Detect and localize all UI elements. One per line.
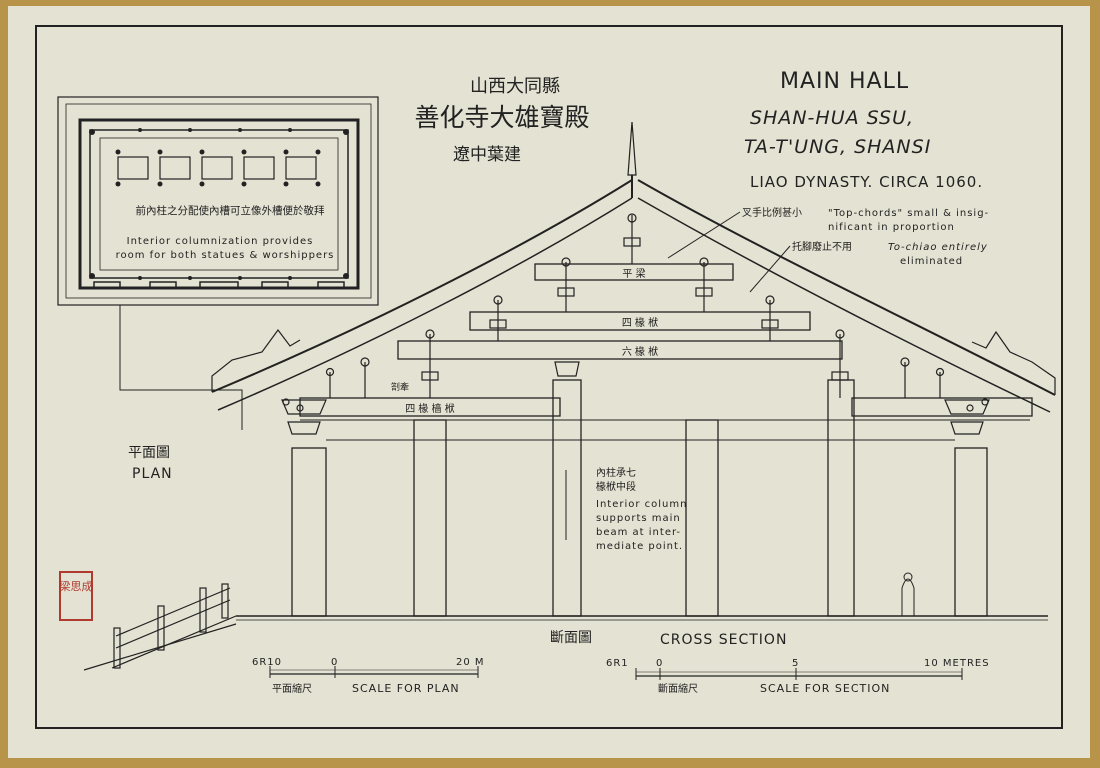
stair-railing xyxy=(83,583,237,671)
beam-top xyxy=(534,263,734,281)
scale-section-end: 10 METRES xyxy=(924,658,990,669)
border-line xyxy=(35,25,1063,729)
title-zh-line1: 山西大同縣 xyxy=(470,76,560,97)
tochiao-en-line2: eliminated xyxy=(900,256,963,267)
column-en-line3: beam at inter- xyxy=(596,527,681,538)
title-zh-line2: 善化寺大雄寶殿 xyxy=(414,103,589,132)
scale-plan-mid: 0 xyxy=(331,657,338,668)
left-eave-ornament xyxy=(211,328,301,392)
plan-statue-pedestals xyxy=(117,156,317,180)
plan-doorways xyxy=(93,281,345,289)
scale-section xyxy=(635,668,963,680)
chords-leader xyxy=(667,211,741,259)
scale-plan-start: 6R10 xyxy=(252,657,282,668)
beam-side-label: 四 椽 樯 栿 xyxy=(405,402,455,415)
beam-six-label: 六 椽 栿 xyxy=(622,345,658,358)
plan-label-en: PLAN xyxy=(132,466,173,482)
roof-right-inner xyxy=(637,197,1051,413)
scale-section-zero: 0 xyxy=(656,658,663,669)
chords-en-line1: "Top-chords" small & insig- xyxy=(828,208,989,219)
beam-side-right xyxy=(851,397,1033,417)
plan-inset: 前內柱之分配使內槽可立像外槽便於敬拜 Interior columnizatio… xyxy=(57,96,379,482)
bracket-sets xyxy=(281,361,990,435)
chords-zh: 叉手比例甚小 xyxy=(742,206,802,219)
title-en-line1: MAIN HALL xyxy=(780,69,909,94)
scale-plan-end: 20 M xyxy=(456,657,485,668)
plan-note-zh: 前內柱之分配使內槽可立像外槽便於敬拜 xyxy=(136,204,325,217)
title-zh-line3: 遼中葉建 xyxy=(453,145,521,165)
cross-section xyxy=(83,121,1056,671)
title-en-line4: LIAO DYNASTY. CIRCA 1060. xyxy=(750,173,983,191)
paper-sheet xyxy=(8,6,1090,758)
beam-side-tag: 劄牽 xyxy=(391,381,409,393)
column-zh-line2: 椽栿中段 xyxy=(596,480,636,493)
plan-hall-wall xyxy=(89,129,349,279)
roof-left-outer xyxy=(211,179,633,393)
plan-outer-frame xyxy=(57,96,379,306)
plan-columns xyxy=(89,128,349,280)
beam-six xyxy=(397,340,843,360)
title-en-line2: SHAN-HUA SSU, xyxy=(750,107,914,129)
artist-seal xyxy=(59,571,93,621)
human-figure-head xyxy=(903,572,913,582)
tochiao-zh: 托腳廢止不用 xyxy=(792,240,852,253)
scale-section-mid: 5 xyxy=(792,658,799,669)
title-en-line3: TA-T'UNG, SHANSI xyxy=(744,136,931,158)
plan-label-zh: 平面圖 xyxy=(128,445,170,461)
plan-leader-line xyxy=(119,305,243,430)
beam-top-label: 平 梁 xyxy=(622,267,645,280)
scale-section-label-en: SCALE FOR SECTION xyxy=(760,682,890,695)
chords-en-line2: nificant in proportion xyxy=(828,222,955,233)
artist-seal-text: 梁思成 xyxy=(60,579,93,593)
column-en-line4: mediate point. xyxy=(596,541,683,552)
scale-section-label-zh: 斷面縮尺 xyxy=(658,682,698,695)
tochiao-leader xyxy=(749,245,791,293)
section-label-en: CROSS SECTION xyxy=(660,632,787,648)
human-figure xyxy=(901,578,915,617)
plan-note-en-line2: room for both statues & worshippers xyxy=(116,250,335,261)
roof-right-outer xyxy=(637,179,1056,396)
tochiao-en-line1: To-chiao entirely xyxy=(888,242,988,253)
scale-section-start: 6R1 xyxy=(606,658,629,669)
purlin-supports xyxy=(325,213,945,398)
scale-plan-label-en: SCALE FOR PLAN xyxy=(352,682,460,695)
section-label-zh: 斷面圖 xyxy=(550,630,592,646)
column-zh-line1: 內柱承七 xyxy=(596,466,636,479)
plan-note-en-line1: Interior columnization provides xyxy=(127,236,314,247)
plan-inner-wall xyxy=(99,137,339,271)
scale-plan xyxy=(269,666,479,678)
roof-left-inner xyxy=(217,197,633,411)
beam-four-label: 四 椽 栿 xyxy=(622,316,658,329)
column-en-line1: Interior column xyxy=(596,499,687,510)
beam-four xyxy=(469,311,811,331)
column-en-line2: supports main xyxy=(596,513,681,524)
plan-inner-frame xyxy=(65,103,372,299)
right-eave-ornament xyxy=(971,330,1056,395)
scale-plan-label-zh: 平面縮尺 xyxy=(272,682,312,695)
